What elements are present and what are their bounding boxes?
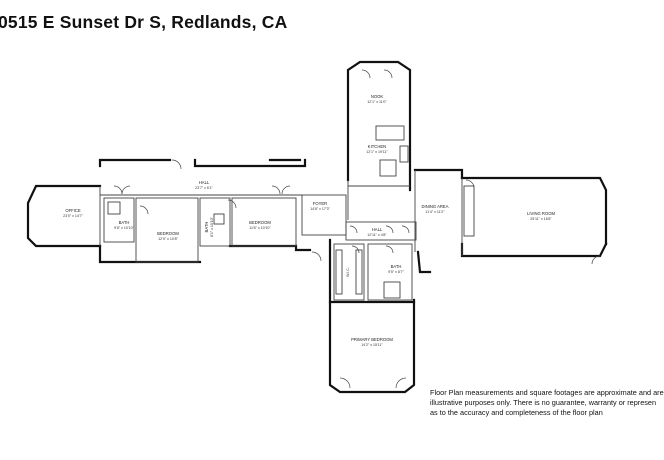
wall-dining-bottom	[416, 250, 432, 274]
bedroom-3-outline	[231, 197, 297, 247]
doors	[113, 69, 601, 389]
room-name-nook: NOOK	[371, 94, 384, 99]
wall-living-top	[460, 176, 608, 246]
bedroom-2-outline	[135, 197, 199, 263]
door-arc	[383, 69, 393, 79]
room-name-dining: DINING AREA	[422, 204, 449, 209]
closet-outline	[333, 243, 365, 301]
wall-office-outer	[26, 184, 102, 248]
listing-title: 0515 E Sunset Dr S, Redlands, CA	[0, 12, 288, 32]
door-arc	[401, 225, 410, 234]
door-arc	[227, 199, 237, 209]
room-name-hall-west: HALL	[199, 180, 210, 185]
room-name-bath-mid: BATH	[204, 222, 209, 233]
door-arc	[349, 225, 358, 234]
room-name-foyer: FOYER	[313, 201, 327, 206]
door-arc	[351, 245, 360, 254]
wall-living-bottom	[460, 242, 608, 258]
door-arc	[465, 179, 475, 189]
interior-lines	[99, 125, 475, 301]
vanity-mid	[213, 213, 225, 225]
shower-east	[383, 281, 401, 299]
room-dims-bath-west: 9'8" x 10'10"	[114, 226, 134, 230]
room-dims-kitchen: 12'1" x 19'11"	[366, 150, 388, 154]
wall-west-bottom	[98, 244, 202, 264]
room-labels: NOOK 12'1" x 11'0" KITCHEN 12'1" x 19'11…	[63, 94, 555, 347]
closet-rod-2	[355, 249, 363, 295]
shower-west	[107, 201, 121, 215]
door-arc	[385, 225, 394, 234]
foyer-outline	[301, 194, 347, 236]
room-dims-office: 23'0" x 14'7"	[63, 214, 83, 218]
door-arc	[361, 69, 371, 79]
fireplace	[463, 185, 475, 237]
room-name-kitchen: KITCHEN	[368, 144, 386, 149]
room-name-bedroom-2: BEDROOM	[157, 231, 179, 236]
door-arc	[121, 185, 131, 195]
room-dims-bedroom-2: 12'0" x 10'8"	[158, 237, 178, 241]
room-name-living: LIVING ROOM	[527, 211, 555, 216]
bath-west-outline	[103, 197, 135, 243]
room-dims-dining: 11'4" x 11'2"	[425, 210, 445, 214]
hall-east-outline	[345, 221, 417, 241]
door-arc	[281, 185, 291, 195]
room-dims-bath-east: 9'5" x 8'7"	[388, 270, 404, 274]
door-arc	[113, 185, 123, 195]
door-arc	[311, 251, 322, 262]
door-arc	[339, 377, 351, 389]
disclaimer-line: illustrative purposes only. There is no …	[430, 397, 657, 407]
door-arc	[385, 245, 394, 254]
door-arc	[395, 377, 407, 389]
door-arc	[171, 159, 182, 170]
room-name-primary: PRIMARY BEDROOM	[351, 337, 393, 342]
wall-dining	[413, 168, 464, 180]
stove	[379, 159, 397, 177]
wall-nook	[346, 60, 412, 192]
room-dims-bedroom-3: 11'6" x 10'10"	[249, 226, 271, 230]
room-dims-primary: 14'2" x 15'11"	[361, 343, 383, 347]
disclaimer-line: Floor Plan measurements and square foota…	[430, 388, 664, 397]
wall-west-bottom-2	[228, 244, 312, 252]
wall-west-top	[98, 158, 172, 168]
room-name-bedroom-3: BEDROOM	[249, 220, 271, 225]
room-name-office: OFFICE	[65, 208, 81, 213]
sink	[399, 145, 409, 163]
wall-west-top-2	[193, 158, 307, 168]
door-arc	[271, 185, 281, 195]
room-dims-nook: 12'1" x 11'0"	[367, 100, 387, 104]
bath-east-outline	[367, 243, 413, 301]
wall-primary	[328, 238, 416, 394]
door-arc	[591, 255, 601, 265]
kitchen-counter	[375, 125, 405, 141]
room-dims-foyer: 14'8" x 17'3"	[310, 207, 330, 211]
room-name-bath-west: BATH	[119, 220, 130, 225]
room-dims-bath-mid: 8'1" x 10'10"	[210, 216, 214, 236]
bath-mid-outline	[199, 197, 231, 247]
room-dims-hall-east: 12'11" x 4'8"	[367, 233, 387, 237]
room-dims-living: 25'11" x 16'8"	[530, 217, 552, 221]
walls	[26, 60, 608, 394]
floor-plan-disclaimer: Floor Plan measurements and square foota…	[430, 388, 664, 417]
floor-plan: NOOK 12'1" x 11'0" KITCHEN 12'1" x 19'11…	[26, 60, 608, 394]
room-name-closet: W.I.C.	[346, 267, 350, 277]
door-arc	[139, 205, 149, 215]
disclaimer-line: as to the accuracy and completeness of t…	[430, 407, 603, 417]
room-dims-hall-west: 23'7" x 6'1"	[195, 186, 213, 190]
room-name-bath-east: BATH	[391, 264, 402, 269]
closet-rod	[335, 249, 343, 295]
room-name-hall-east: HALL	[372, 227, 383, 232]
